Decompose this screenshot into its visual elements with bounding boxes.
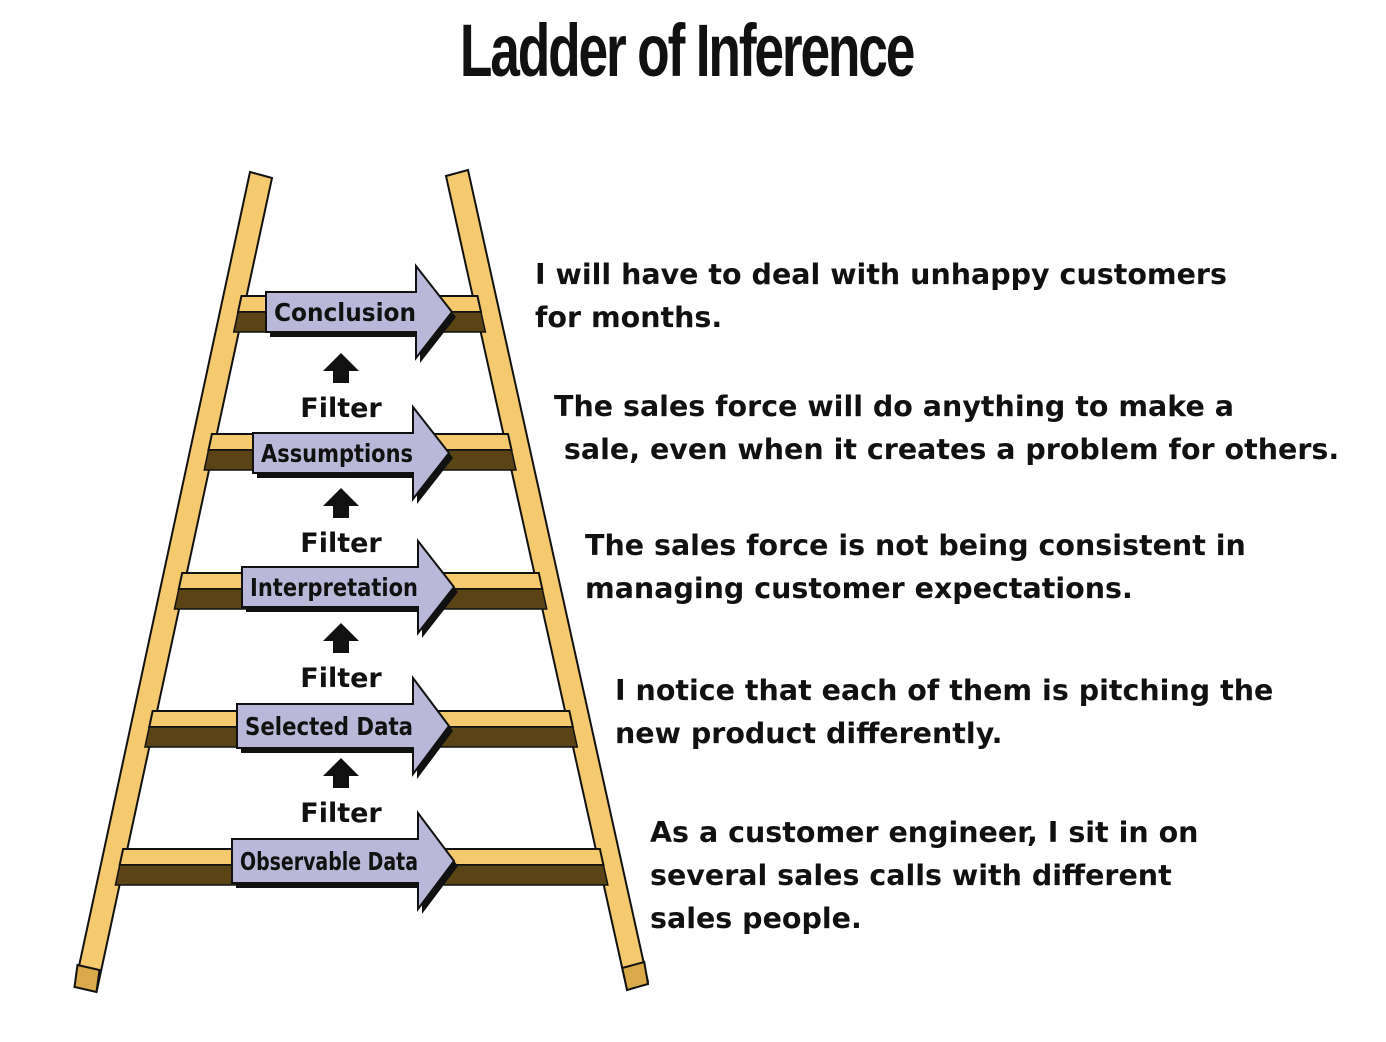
filter-label: Filter — [300, 798, 382, 829]
step-label-selected-data: Selected Data — [245, 712, 413, 741]
diagram-title: Ladder of Inference — [459, 9, 916, 92]
step-arrow-conclusion: Conclusion — [265, 263, 456, 363]
description-line: for months. — [535, 301, 723, 334]
step-description-conclusion: I will have to deal with unhappy custome… — [535, 253, 1227, 339]
step-arrow-selected-data: Selected Data — [236, 675, 453, 779]
arrow-body — [236, 675, 451, 777]
description-line: sale, even when it creates a problem for… — [554, 433, 1340, 466]
step-label-conclusion: Conclusion — [274, 298, 416, 327]
filter-label: Filter — [300, 528, 382, 559]
arrow-body — [252, 404, 451, 502]
arrow-body — [265, 263, 454, 361]
step-arrow-interpretation: Interpretation — [241, 538, 458, 638]
up-arrow-icon — [323, 623, 359, 653]
filter-label: Filter — [300, 393, 382, 424]
step-description-assumptions: The sales force will do anything to make… — [554, 385, 1339, 471]
description-line: new product differently. — [615, 717, 1003, 750]
arrow-body — [241, 538, 456, 636]
description-line: I notice that each of them is pitching t… — [615, 674, 1274, 707]
filter-step-1: Filter — [300, 353, 382, 424]
step-description-observable-data: As a customer engineer, I sit in on seve… — [650, 811, 1198, 940]
step-label-observable-data: Observable Data — [240, 847, 418, 876]
step-description-selected-data: I notice that each of them is pitching t… — [615, 669, 1273, 755]
filter-step-4: Filter — [300, 758, 382, 829]
step-arrow-assumptions: Assumptions — [252, 404, 453, 504]
description-line: As a customer engineer, I sit in on — [650, 816, 1199, 849]
up-arrow-icon — [323, 488, 359, 518]
up-arrow-icon — [323, 353, 359, 383]
step-arrow-observable-data: Observable Data — [231, 810, 458, 914]
description-line: I will have to deal with unhappy custome… — [535, 258, 1227, 291]
step-label-assumptions: Assumptions — [261, 439, 413, 468]
description-line: The sales force is not being consistent … — [585, 529, 1246, 562]
filter-label: Filter — [300, 663, 382, 694]
description-line: managing customer expectations. — [585, 572, 1133, 605]
filter-step-3: Filter — [300, 623, 382, 694]
ladder-rail-right-foot — [621, 960, 650, 992]
description-line: sales people. — [650, 902, 862, 935]
description-line: The sales force will do anything to make… — [554, 390, 1234, 423]
step-description-interpretation: The sales force is not being consistent … — [585, 524, 1246, 610]
arrow-body — [231, 810, 456, 912]
up-arrow-icon — [323, 758, 359, 788]
step-label-interpretation: Interpretation — [250, 573, 418, 602]
filter-step-2: Filter — [300, 488, 382, 559]
description-line: several sales calls with different — [650, 859, 1172, 892]
ladder-rail-left-foot — [73, 963, 101, 994]
